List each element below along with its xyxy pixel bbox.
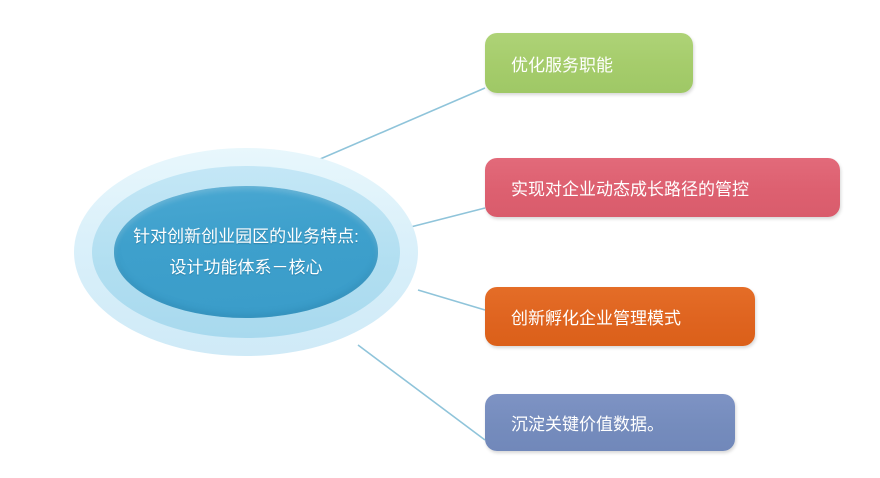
node-growth-path-control[interactable]: 实现对企业动态成长路径的管控 <box>485 158 840 217</box>
node-label: 沉淀关键价值数据。 <box>511 415 664 434</box>
hub-title-line-2: 设计功能体系－核心 <box>169 257 323 277</box>
node-optimize-service[interactable]: 优化服务职能 <box>485 33 693 93</box>
hub-core[interactable]: 针对创新创业园区的业务特点: 设计功能体系－核心 <box>113 186 379 318</box>
connector-line-3 <box>417 289 486 311</box>
node-key-value-data[interactable]: 沉淀关键价值数据。 <box>485 394 735 451</box>
node-incubation-management[interactable]: 创新孵化企业管理模式 <box>485 287 755 346</box>
central-hub[interactable]: 针对创新创业园区的业务特点: 设计功能体系－核心 <box>74 148 418 356</box>
node-label: 优化服务职能 <box>511 55 613 75</box>
node-label: 创新孵化企业管理模式 <box>511 309 681 328</box>
connector-line-4 <box>357 344 486 441</box>
hub-title-line-1: 针对创新创业园区的业务特点: <box>133 226 359 246</box>
node-label: 实现对企业动态成长路径的管控 <box>511 180 749 199</box>
